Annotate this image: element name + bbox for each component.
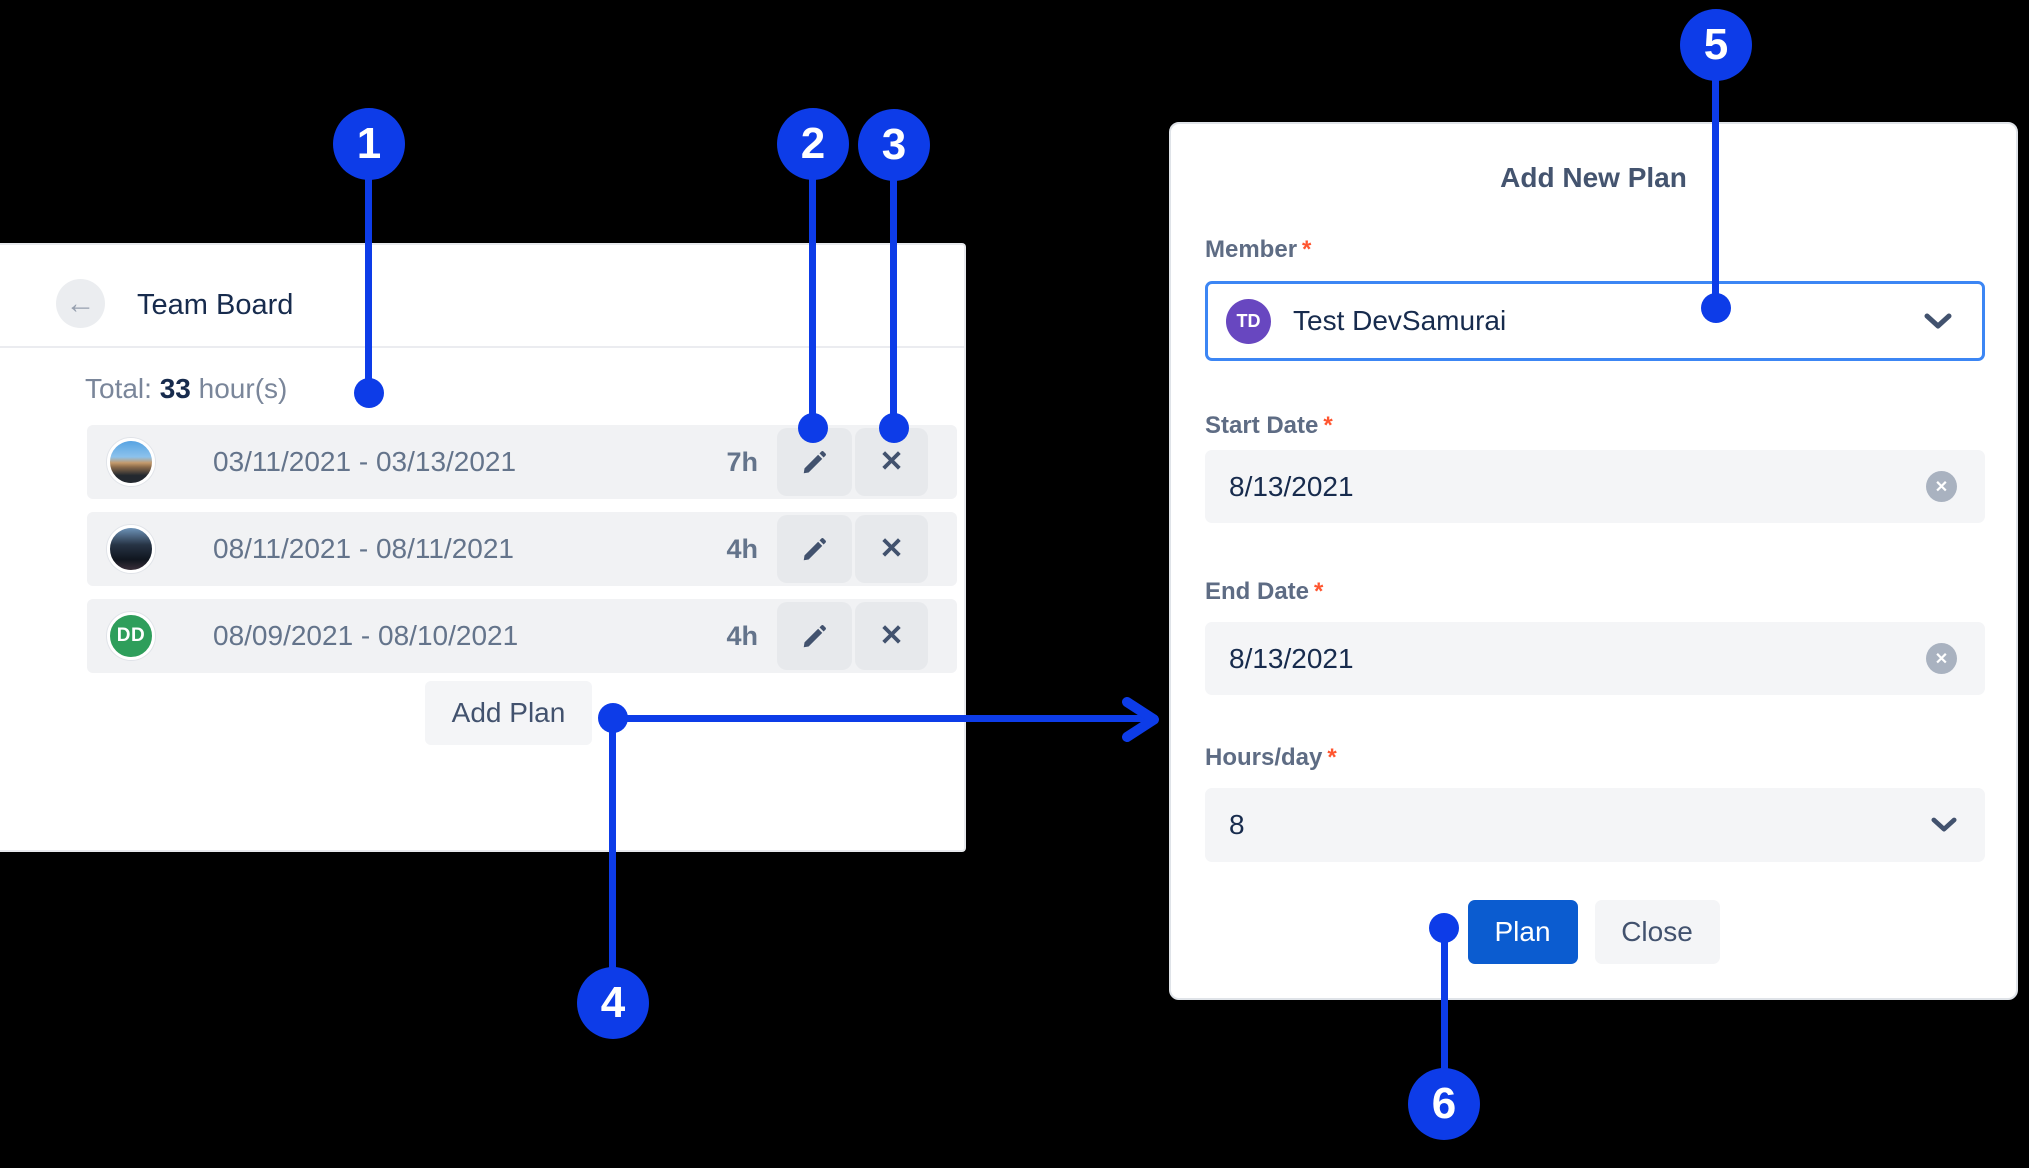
page-title: Team Board <box>137 289 294 321</box>
team-board-panel: ← Team Board Total: 33 hour(s) 03/11/202… <box>0 243 966 852</box>
add-plan-button[interactable]: Add Plan <box>425 681 592 745</box>
total-hours-line: Total: 33 hour(s) <box>85 373 287 405</box>
add-new-plan-dialog: Add New Plan Member* TD Test DevSamurai … <box>1169 122 2018 1000</box>
callout-3-dot <box>879 413 909 443</box>
start-date-value: 8/13/2021 <box>1229 470 1354 502</box>
hours-per-day-select[interactable]: 8 <box>1205 788 1985 862</box>
chevron-down-icon <box>1931 817 1957 832</box>
edit-plan-button[interactable] <box>777 602 852 670</box>
close-x-icon: ✕ <box>879 619 904 652</box>
clear-start-date-icon[interactable]: ✕ <box>1926 471 1957 502</box>
member-avatar-initials: DD <box>107 612 155 660</box>
close-x-icon: ✕ <box>879 445 904 478</box>
end-date-label: End Date* <box>1205 578 1324 605</box>
plan-date-range: 03/11/2021 - 03/13/2021 <box>213 446 517 477</box>
member-avatar <box>107 438 155 486</box>
callout-6-dot <box>1429 913 1459 943</box>
callout-2-dot <box>798 413 828 443</box>
callout-4-line <box>609 716 616 969</box>
callout-1-dot <box>354 378 384 408</box>
callout-5-line <box>1712 79 1719 310</box>
member-avatar-badge: TD <box>1226 298 1271 344</box>
plan-hours: 4h <box>726 533 758 564</box>
start-date-input[interactable]: 8/13/2021 ✕ <box>1205 450 1985 523</box>
dialog-title: Add New Plan <box>1500 162 1687 193</box>
close-button[interactable]: Close <box>1594 900 1720 964</box>
required-asterisk: * <box>1302 236 1312 263</box>
callout-2-line <box>809 178 816 430</box>
back-button[interactable]: ← <box>56 279 105 328</box>
callout-5-dot <box>1701 293 1731 323</box>
pencil-icon <box>803 625 826 648</box>
plan-row: 08/11/2021 - 08/11/2021 4h ✕ <box>87 512 957 586</box>
plan-list: 03/11/2021 - 03/13/2021 7h ✕ 08/11/2021 … <box>87 425 957 686</box>
end-date-value: 8/13/2021 <box>1229 642 1354 674</box>
plan-date-range: 08/09/2021 - 08/10/2021 <box>213 620 519 651</box>
member-selected-value: Test DevSamurai <box>1293 305 1507 336</box>
arrowhead-icon <box>1122 697 1159 742</box>
end-date-input[interactable]: 8/13/2021 ✕ <box>1205 622 1985 695</box>
callout-6-line <box>1441 926 1448 1070</box>
pencil-icon <box>803 451 826 474</box>
callout-1-line <box>365 178 372 395</box>
required-asterisk: * <box>1323 412 1333 439</box>
plan-hours: 7h <box>726 446 758 477</box>
member-avatar <box>107 525 155 573</box>
plan-date-range: 08/11/2021 - 08/11/2021 <box>213 533 514 564</box>
header-divider <box>0 346 964 348</box>
callout-3-line <box>890 178 897 430</box>
callout-4-dot <box>598 703 628 733</box>
delete-plan-button[interactable]: ✕ <box>855 515 928 583</box>
callout-6: 6 <box>1408 1068 1480 1140</box>
callout-2: 2 <box>777 108 849 180</box>
add-plan-arrow-line <box>613 715 1146 722</box>
plan-hours: 4h <box>726 620 758 651</box>
total-unit: hour(s) <box>198 373 288 404</box>
member-select[interactable]: TD Test DevSamurai <box>1205 281 1985 361</box>
start-date-label: Start Date* <box>1205 412 1333 439</box>
hours-per-day-label: Hours/day* <box>1205 744 1337 771</box>
callout-3: 3 <box>858 109 930 181</box>
edit-plan-button[interactable] <box>777 515 852 583</box>
total-value: 33 <box>159 373 191 404</box>
plan-row: DD 08/09/2021 - 08/10/2021 4h ✕ <box>87 599 957 673</box>
callout-1: 1 <box>333 108 405 180</box>
plan-row: 03/11/2021 - 03/13/2021 7h ✕ <box>87 425 957 499</box>
pencil-icon <box>803 538 826 561</box>
required-asterisk: * <box>1327 744 1337 771</box>
clear-end-date-icon[interactable]: ✕ <box>1926 643 1957 674</box>
callout-4: 4 <box>577 967 649 1039</box>
plan-button[interactable]: Plan <box>1467 900 1578 964</box>
back-arrow-icon: ← <box>65 286 96 320</box>
hours-per-day-value: 8 <box>1229 809 1245 840</box>
required-asterisk: * <box>1314 578 1324 605</box>
close-x-icon: ✕ <box>879 532 904 565</box>
delete-plan-button[interactable]: ✕ <box>855 602 928 670</box>
total-label: Total: <box>85 373 152 404</box>
member-label: Member* <box>1205 236 1312 263</box>
dialog-button-row: Plan Close <box>1171 900 2016 964</box>
chevron-down-icon <box>1924 313 1952 328</box>
callout-5: 5 <box>1680 9 1752 81</box>
